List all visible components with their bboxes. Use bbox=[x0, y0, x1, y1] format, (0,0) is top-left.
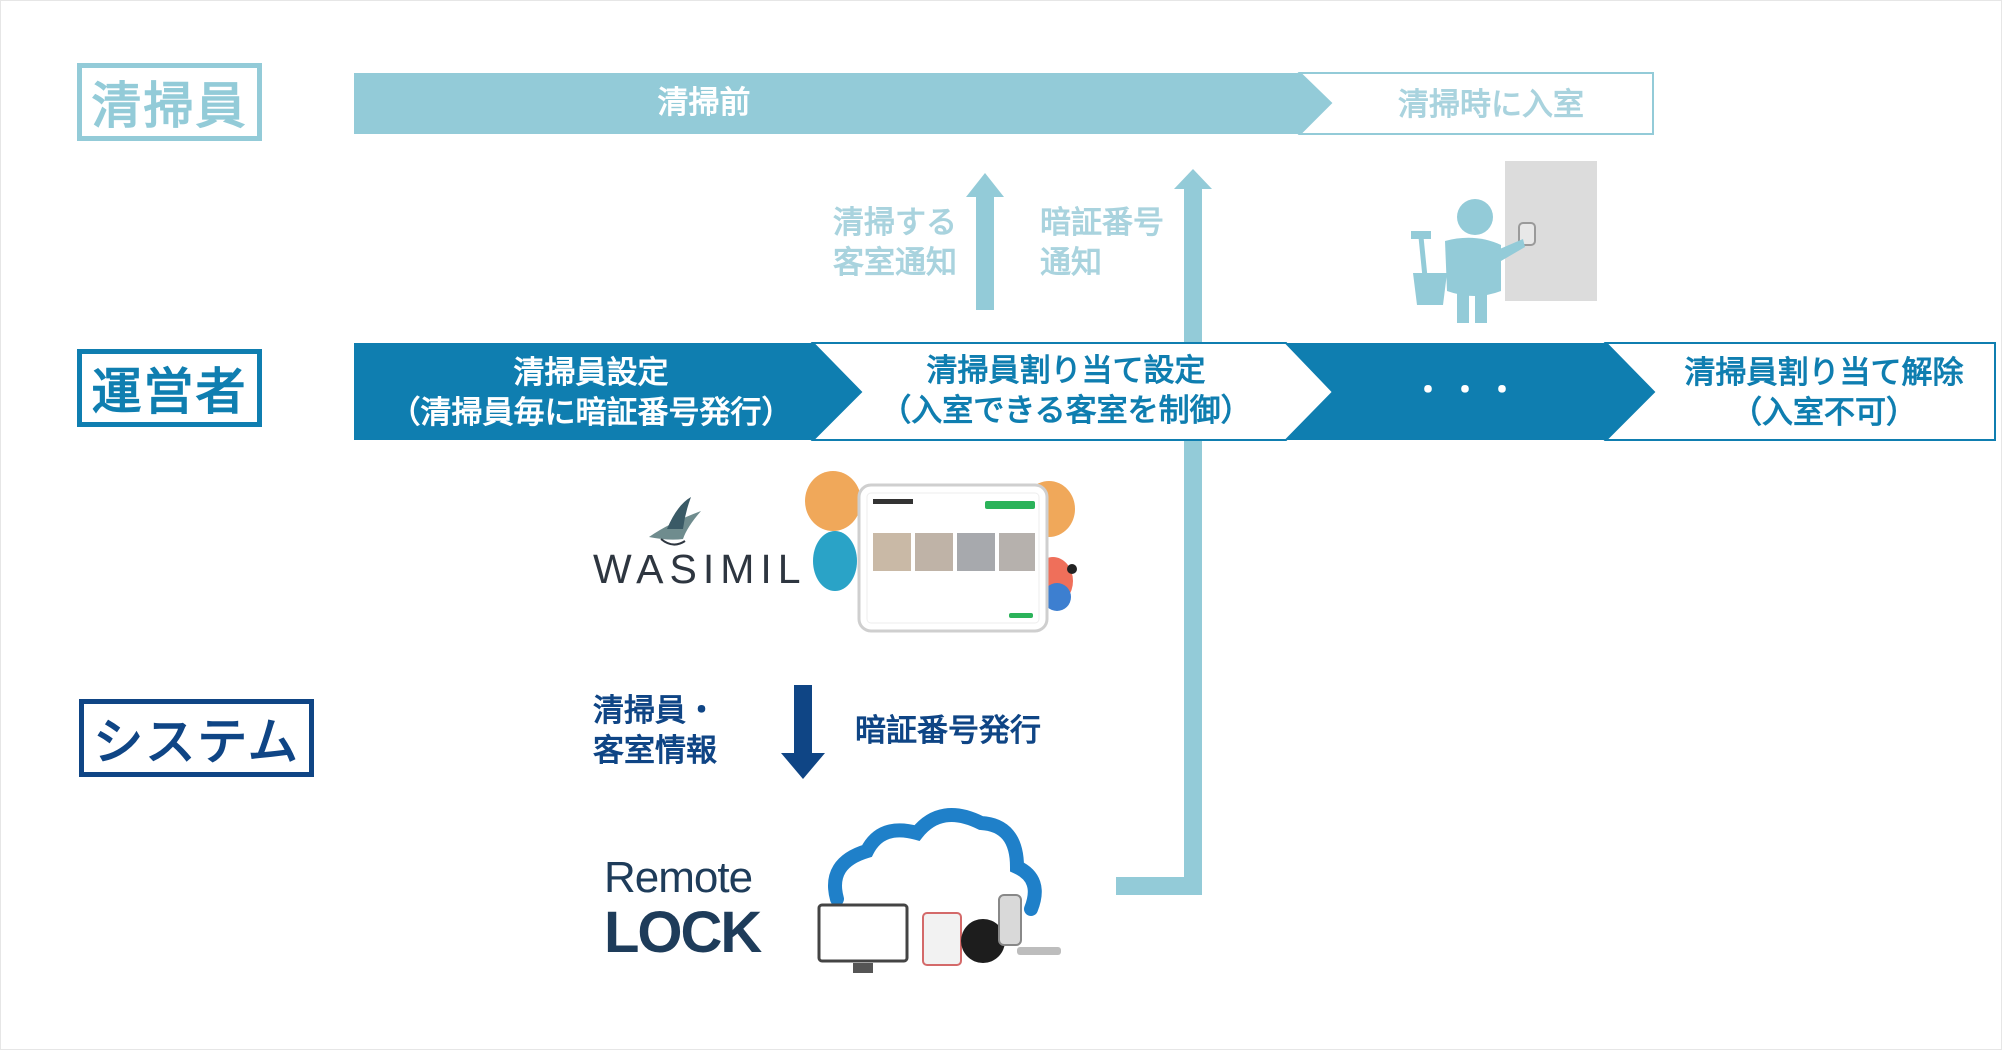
operator-release-line1: 清掃員割り当て解除 bbox=[1684, 355, 1964, 391]
monitor-icon bbox=[817, 903, 909, 963]
system-pin-issue-label: 暗証番号発行 bbox=[855, 713, 1041, 749]
pin-issue-arrow-head bbox=[781, 753, 825, 779]
person-leg-right-icon bbox=[1475, 289, 1487, 323]
pin-notice-label: 暗証番号 通知 bbox=[1040, 203, 1164, 283]
cleaner-before-arrow bbox=[354, 73, 1331, 134]
cleaner-entry-box bbox=[1297, 72, 1654, 135]
person-head-icon bbox=[1457, 199, 1493, 235]
person-leg-left-icon bbox=[1457, 289, 1469, 323]
pin-notice-line2: 通知 bbox=[1040, 245, 1102, 281]
room-notice-label: 清掃する 客室通知 bbox=[833, 203, 957, 283]
wasimil-logo-text: WASIMIL bbox=[593, 546, 807, 592]
keypad-lock-icon bbox=[961, 919, 1005, 963]
bucket-icon bbox=[1413, 273, 1447, 305]
remotelock-logo-remote-text: Remote bbox=[604, 853, 753, 902]
wasimil-logo-mark bbox=[649, 497, 701, 546]
operator-release-line2: （入室不可） bbox=[1731, 395, 1917, 431]
operator-release-label: 清掃員割り当て解除 （入室不可） bbox=[1654, 353, 1994, 433]
lane-label-system: システム bbox=[79, 699, 314, 777]
wasimil-tablet-image bbox=[805, 471, 1077, 633]
pin-notice-arrow-shaft bbox=[1184, 189, 1202, 894]
lane-label-cleaner: 清掃員 bbox=[77, 63, 262, 141]
system-info-line2: 客室情報 bbox=[593, 733, 717, 769]
remotelock-logo-lock-word: LOCK bbox=[604, 900, 762, 965]
pin-notice-arrow-foot bbox=[1116, 877, 1202, 895]
remotelock-cloud-image bbox=[817, 808, 1061, 973]
room-notice-line2: 客室通知 bbox=[833, 245, 957, 281]
operator-ellipsis-arrow bbox=[1286, 343, 1654, 440]
person-arm-icon bbox=[1495, 239, 1525, 261]
cleaner-entry-label: 清掃時に入室 bbox=[1398, 87, 1584, 123]
room-notice-arrow-head bbox=[966, 173, 1004, 197]
operator-ellipsis-label: ・・・ bbox=[1412, 373, 1524, 409]
cleaner-at-door-illustration bbox=[1411, 161, 1597, 323]
operator-assign-label: 清掃員割り当て設定 （入室できる客室を制御） bbox=[861, 351, 1271, 431]
operator-assign-line1: 清掃員割り当て設定 bbox=[926, 353, 1206, 389]
operator-assign-line2: （入室できる客室を制御） bbox=[880, 393, 1252, 429]
operator-setup-label: 清掃員設定 （清掃員毎に暗証番号発行） bbox=[371, 353, 811, 433]
lane-label-operator: 運営者 bbox=[77, 349, 262, 427]
operator-setup-line2: （清掃員毎に暗証番号発行） bbox=[389, 395, 793, 431]
system-info-label: 清掃員・ 客室情報 bbox=[593, 691, 717, 771]
operator-release-box bbox=[1603, 342, 1996, 441]
system-info-line1: 清掃員・ bbox=[593, 693, 717, 729]
pin-notice-arrow-head bbox=[1174, 169, 1212, 189]
operator-setup-arrow bbox=[354, 343, 861, 440]
person-body-icon bbox=[1445, 237, 1501, 296]
room-notice-arrow-shaft bbox=[976, 197, 994, 310]
pin-issue-arrow-shaft bbox=[794, 685, 812, 753]
cleaner-before-label: 清掃前 bbox=[657, 85, 751, 121]
pin-notice-line1: 暗証番号 bbox=[1040, 205, 1164, 241]
operator-setup-line1: 清掃員設定 bbox=[513, 355, 669, 391]
mop-head-icon bbox=[1411, 231, 1431, 239]
remotelock-logo-lock-text: LOCK bbox=[604, 899, 762, 966]
room-notice-line1: 清掃する bbox=[833, 205, 957, 241]
